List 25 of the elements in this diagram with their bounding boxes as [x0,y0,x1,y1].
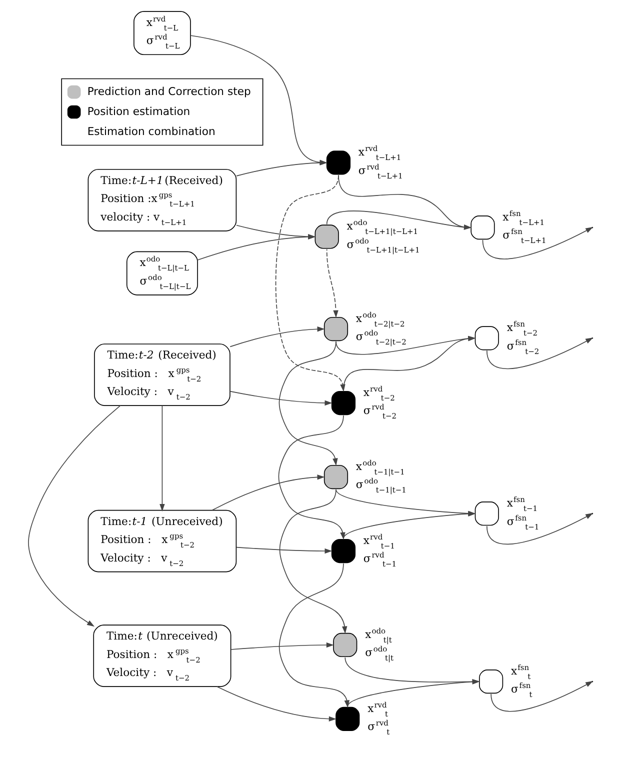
arrow [326,210,472,230]
arrow [278,415,346,540]
arrow [344,657,480,684]
legend-label: Prediction and Correction step [87,84,251,98]
arrow [278,563,350,708]
arrow [279,489,348,634]
arrow [236,224,316,240]
arrow [230,642,334,650]
arrow [336,489,476,516]
arrow [347,679,480,707]
arrow [197,234,316,260]
arrow [216,686,336,722]
legend-label: Position estimation [87,104,190,118]
arrow [230,390,332,406]
arrow [236,546,332,554]
arrow [326,248,338,318]
arrow [160,405,165,512]
arrow [212,474,325,511]
arrow [28,405,121,627]
arrow [278,341,338,466]
arrow [230,326,325,348]
legend-label: Estimation combination [87,124,216,138]
arrow [343,336,476,391]
arrow [343,511,476,539]
arrow [336,336,476,355]
